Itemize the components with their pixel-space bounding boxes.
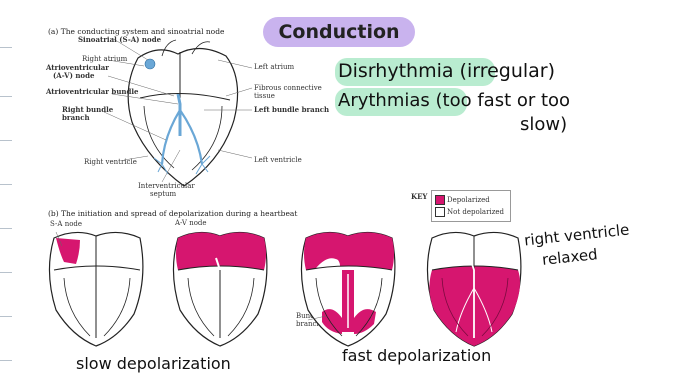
key-not-depolarized-label: Not depolarized	[447, 208, 504, 216]
label-fibrous-1: Fibrous connective	[254, 84, 322, 92]
label-interventricular-2: septum	[150, 190, 176, 198]
ruled-line	[0, 140, 12, 141]
label-interventricular-1: Interventricular	[138, 182, 195, 190]
key-depolarized-swatch	[435, 195, 445, 205]
heart-stage-1	[46, 228, 146, 348]
label-b-av-node: A-V node	[175, 219, 207, 227]
label-av-bundle: Atrioventricular bundle	[46, 87, 139, 96]
key-title: KEY	[411, 193, 427, 201]
label-sa-node: Sinoatrial (S-A) node	[78, 35, 161, 44]
label-av-node-2: (A-V) node	[53, 71, 94, 80]
figure-b-heading: (b) The initiation and spread of depolar…	[48, 209, 297, 218]
ruled-line	[0, 184, 12, 185]
label-left-bundle: Left bundle branch	[254, 105, 329, 114]
note-disrhythmia: Disrhythmia (irregular)	[338, 60, 555, 82]
ruled-line	[0, 96, 12, 97]
key-not-depolarized-swatch	[435, 207, 445, 217]
label-fibrous-2: tissue	[254, 92, 275, 100]
key-depolarized-label: Depolarized	[447, 196, 490, 204]
note-slow: slow)	[520, 114, 567, 135]
note-relaxed: relaxed	[541, 245, 598, 269]
note-arythmias: Arythmias (too fast or too	[338, 90, 570, 111]
note-fast-depolarization: fast depolarization	[342, 346, 491, 365]
label-right-ventricle: Right ventricle	[84, 158, 137, 166]
label-left-atrium: Left atrium	[254, 63, 294, 71]
ruled-line	[0, 360, 12, 361]
label-right-bundle-2: branch	[62, 113, 90, 122]
label-b-sa-node: S-A node	[50, 220, 82, 228]
heart-stage-3	[298, 228, 398, 348]
note-right-ventricle: right ventricle	[523, 221, 630, 250]
heart-diagram-a	[118, 40, 248, 190]
heart-stage-2	[170, 228, 270, 348]
label-left-ventricle: Left ventricle	[254, 156, 302, 164]
ruled-line	[0, 47, 12, 48]
label-right-atrium: Right atrium	[82, 55, 127, 63]
ruled-line	[0, 272, 12, 273]
page-title: Conduction	[263, 17, 415, 47]
ruled-line	[0, 228, 12, 229]
ruled-line	[0, 316, 12, 317]
heart-stage-4	[424, 228, 524, 348]
note-slow-depolarization: slow depolarization	[76, 354, 231, 373]
